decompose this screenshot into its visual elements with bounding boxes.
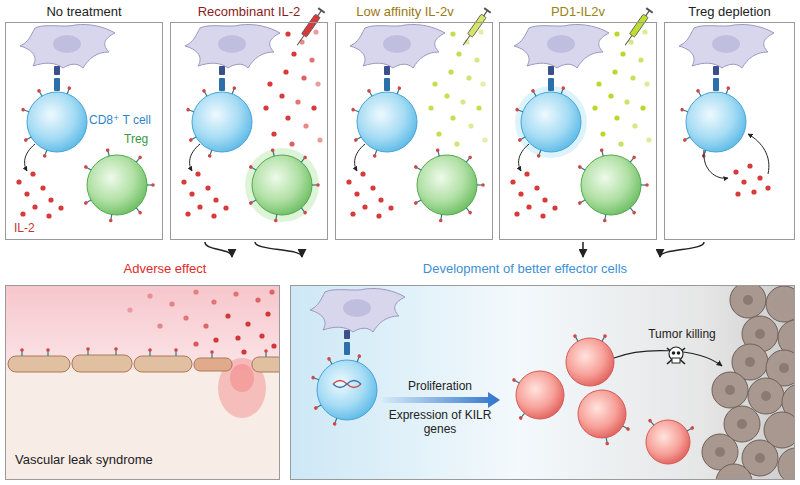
- panel: Development of better effector cells: [290, 258, 795, 480]
- panel-frame: [5, 285, 280, 480]
- panel: Treg depletion: [664, 3, 795, 240]
- panel-heading: Treg depletion: [688, 5, 771, 20]
- panel: Adverse effectVascular leak syndrome: [5, 258, 280, 480]
- panel-frame: [170, 22, 328, 240]
- panel-frame: [290, 285, 795, 480]
- panel-heading: PD1-IL2v: [551, 5, 605, 20]
- panel-frame: [5, 22, 163, 240]
- flow-arrow: [582, 242, 584, 257]
- callout-label: IL-2: [14, 222, 35, 236]
- panel-frame: [499, 22, 657, 240]
- panel-frame: [664, 22, 795, 240]
- callout-label: Treg: [124, 133, 148, 147]
- panel-heading: Adverse effect: [124, 262, 207, 277]
- panel-heading: Development of better effector cells: [423, 262, 627, 277]
- panel: PD1-IL2v: [499, 3, 657, 240]
- callout-label: Tumor killing: [648, 328, 716, 342]
- panel-frame: [335, 22, 493, 240]
- panel: Low affinity IL-2v: [335, 3, 493, 240]
- panel-body-text: Vascular leak syndrome: [15, 453, 153, 468]
- panel: Recombinant IL-2: [170, 3, 328, 240]
- callout-label: Proliferation: [408, 380, 472, 394]
- panel-heading: No treatment: [46, 5, 121, 20]
- flow-arrow: [205, 242, 232, 257]
- panel-heading: Recombinant IL-2: [198, 5, 301, 20]
- callout-label: Expression of KILR genes: [378, 409, 502, 437]
- flow-arrow: [660, 242, 704, 257]
- panel-heading: Low affinity IL-2v: [356, 5, 453, 20]
- callout-label: CD8⁺ T cell: [89, 114, 151, 128]
- flow-arrow: [255, 242, 302, 257]
